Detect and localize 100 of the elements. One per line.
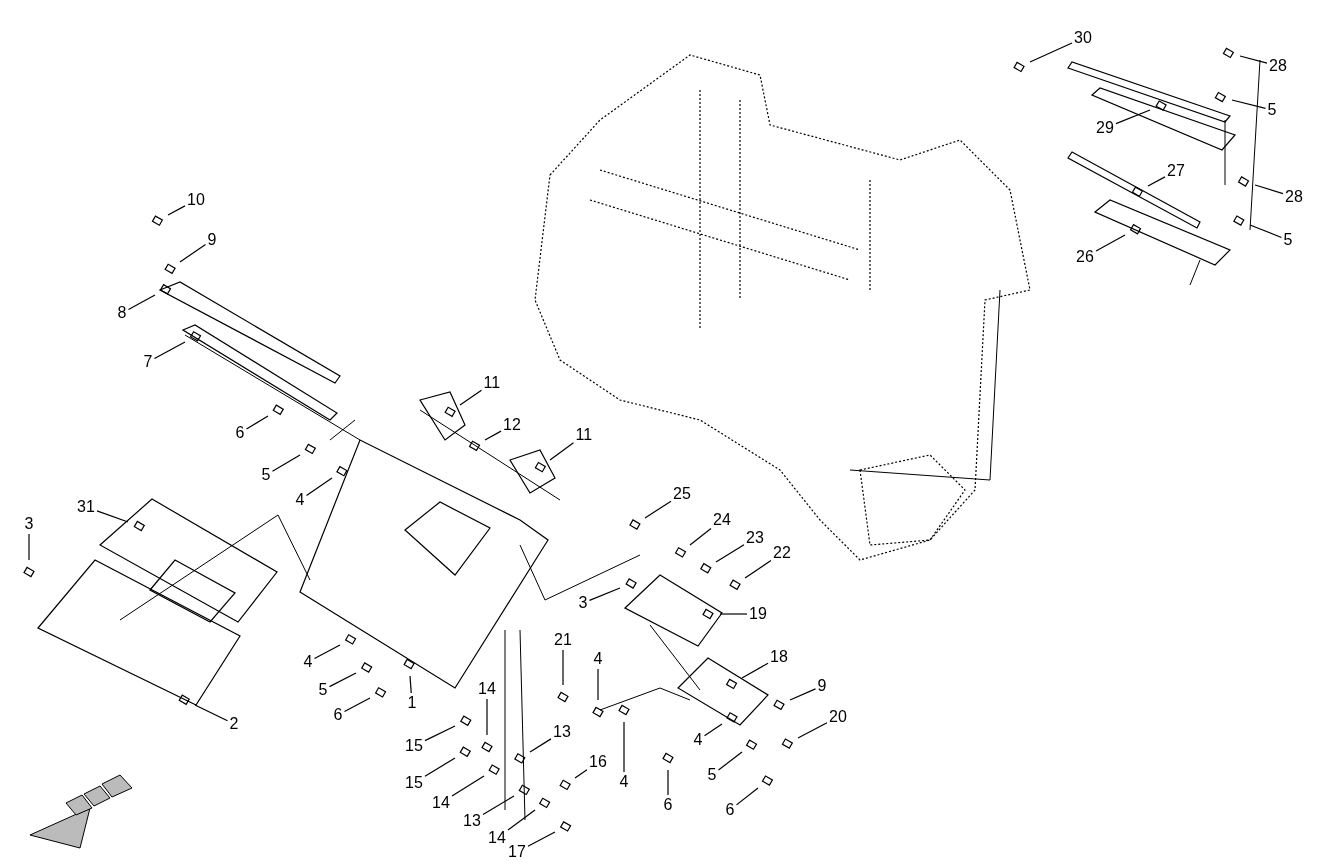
leader-line: [1029, 42, 1073, 63]
leader-line: [328, 672, 357, 688]
leader-line: [1231, 99, 1267, 109]
leader-line: [179, 243, 207, 263]
callout-number: 5: [1267, 101, 1277, 119]
callout-number: 5: [318, 681, 328, 699]
leader-line: [167, 205, 186, 216]
leader-line: [424, 725, 456, 742]
leader-line: [597, 668, 599, 701]
leader-line: [28, 533, 30, 561]
leader-line: [689, 528, 712, 546]
callout-number: 25: [673, 485, 691, 503]
leader-line: [529, 738, 552, 753]
callout-number: 14: [488, 829, 506, 847]
callout-number: 15: [405, 774, 423, 792]
callout-number: 23: [746, 529, 764, 547]
leader-line: [127, 294, 156, 311]
callout-number: 27: [1167, 162, 1185, 180]
callout-number: 11: [575, 426, 593, 444]
leader-line: [343, 697, 371, 713]
leader-line: [96, 510, 129, 523]
callout-number: 9: [817, 677, 827, 695]
callout-number: 24: [713, 511, 731, 529]
leader-line: [486, 698, 488, 736]
leader-line: [409, 675, 412, 694]
leader-line: [245, 415, 269, 430]
leader-line: [459, 389, 483, 406]
callout-number: 13: [553, 723, 571, 741]
callout-number: 6: [333, 706, 343, 724]
callout-number: 5: [261, 466, 271, 484]
leader-line: [1254, 184, 1284, 195]
callout-number: 4: [295, 491, 305, 509]
leader-line: [451, 775, 485, 797]
leader-line: [1249, 224, 1283, 239]
leader-line: [484, 430, 502, 441]
leader-line: [574, 769, 588, 779]
callout-number: 4: [593, 650, 603, 668]
leader-line: [194, 704, 229, 722]
leader-line: [305, 477, 333, 497]
leader-line: [644, 500, 672, 519]
callout-number: 9: [207, 231, 217, 249]
callout-number: 30: [1074, 29, 1092, 47]
callout-number: 3: [578, 594, 588, 612]
callout-number: 26: [1076, 248, 1094, 266]
callout-number: 29: [1096, 119, 1114, 137]
callout-number: 4: [303, 653, 313, 671]
callout-number: 19: [749, 605, 767, 623]
callout-number: 18: [770, 648, 788, 666]
leader-line: [717, 751, 743, 771]
callout-number: 5: [707, 766, 717, 784]
callout-number: 6: [725, 801, 735, 819]
leader-line: [1147, 176, 1166, 187]
callout-number: 20: [829, 708, 847, 726]
callout-number: 22: [773, 544, 791, 562]
callout-number: 31: [77, 498, 95, 516]
callout-number: 2: [229, 715, 239, 733]
leader-line: [1095, 234, 1126, 252]
leader-line: [271, 454, 301, 472]
callout-number: 21: [554, 631, 572, 649]
callout-number: 8: [117, 304, 127, 322]
leader-line: [588, 587, 621, 601]
leader-line: [715, 544, 745, 563]
callout-number: 1: [407, 694, 417, 712]
leader-line: [1115, 109, 1151, 125]
callout-number: 10: [187, 191, 205, 209]
callout-number: 17: [508, 843, 526, 861]
leader-line: [424, 757, 456, 777]
callout-number: 7: [143, 353, 153, 371]
callout-number: 6: [235, 424, 245, 442]
callout-number: 14: [432, 794, 450, 812]
leader-line: [789, 688, 817, 701]
leader-line: [313, 644, 341, 660]
leader-line: [741, 662, 769, 679]
callout-number: 4: [619, 773, 629, 791]
callout-number: 14: [478, 680, 496, 698]
leader-line: [719, 613, 748, 615]
leader-line: [482, 795, 515, 816]
leader-line: [623, 721, 625, 773]
leader-line: [507, 809, 536, 831]
leader-line: [562, 649, 564, 686]
callout-number: 13: [463, 812, 481, 830]
leader-line: [527, 831, 556, 847]
callout-number: 16: [589, 753, 607, 771]
callout-number: 28: [1269, 57, 1287, 75]
callout-number: 5: [1283, 231, 1293, 249]
leader-line: [667, 769, 669, 796]
leader-line: [153, 341, 186, 360]
callout-number: 15: [405, 737, 423, 755]
callout-number: 28: [1285, 188, 1303, 206]
leader-line: [797, 722, 828, 739]
leader-line: [744, 559, 772, 579]
leader-line: [549, 442, 575, 461]
callout-number: 4: [693, 731, 703, 749]
leader-line: [735, 787, 759, 806]
callout-number: 6: [663, 796, 673, 814]
callout-number: 12: [503, 416, 521, 434]
callout-number: 3: [24, 515, 34, 533]
leader-line: [1239, 55, 1268, 64]
callout-number: 11: [483, 374, 501, 392]
leader-line: [703, 723, 723, 737]
